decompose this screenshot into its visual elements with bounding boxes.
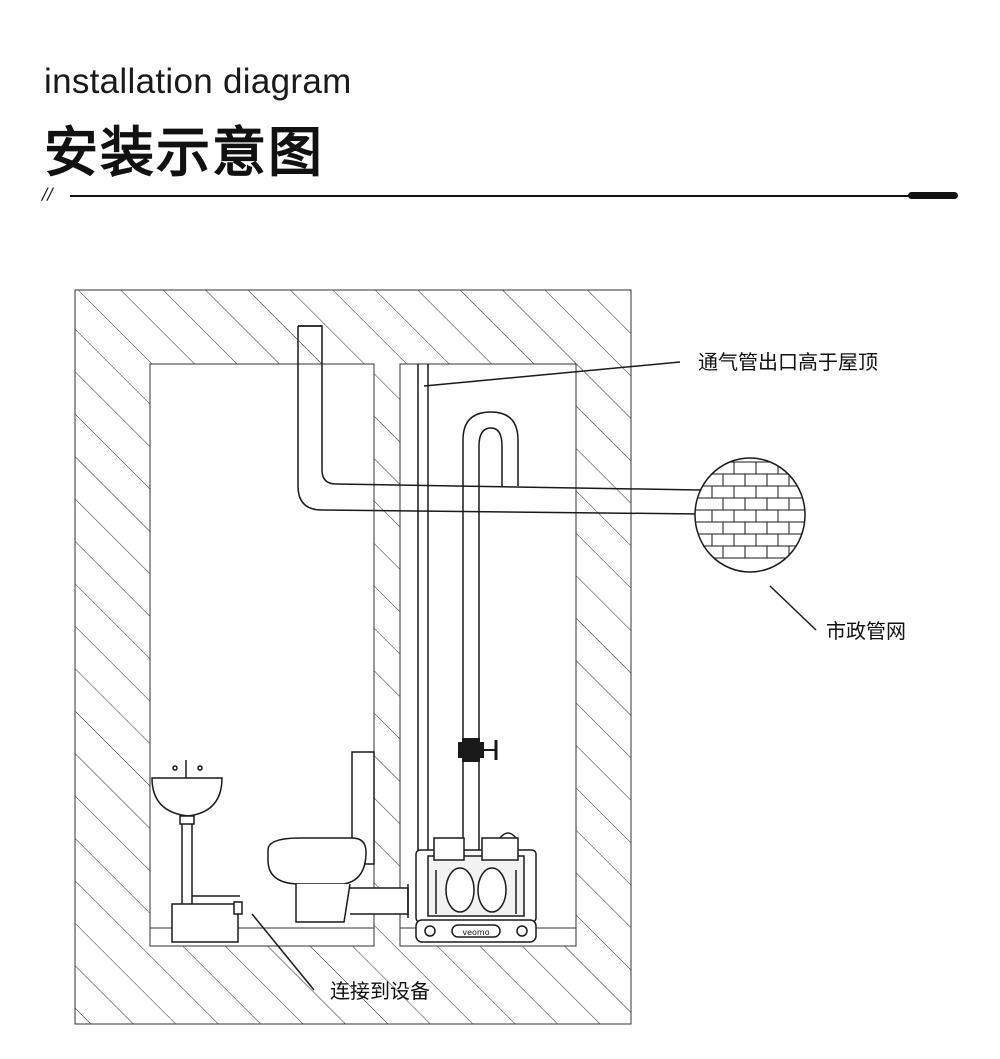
- lifting-pump: [415, 832, 537, 943]
- divider-line: [70, 195, 920, 197]
- vent-pipe: [417, 364, 429, 850]
- check-valve: [458, 738, 498, 762]
- subtitle-en: installation diagram: [44, 62, 352, 101]
- label-municipal-network: 市政管网: [826, 619, 906, 643]
- discharge-pipe: [462, 411, 519, 850]
- label-connect-equipment: 连接到设备: [330, 979, 430, 1003]
- divider-accent: [908, 192, 958, 199]
- divider-mark: //: [42, 184, 53, 203]
- municipal-sewer: [694, 457, 806, 573]
- left-pipe: [297, 325, 701, 515]
- page-title: 安装示意图: [44, 121, 324, 184]
- toilet: [267, 751, 409, 923]
- label-vent-outlet: 通气管出口高于屋顶: [698, 350, 878, 374]
- leader-lines: [251, 361, 817, 991]
- pump-brand: veomo: [462, 928, 489, 937]
- wash-basin: [151, 760, 243, 943]
